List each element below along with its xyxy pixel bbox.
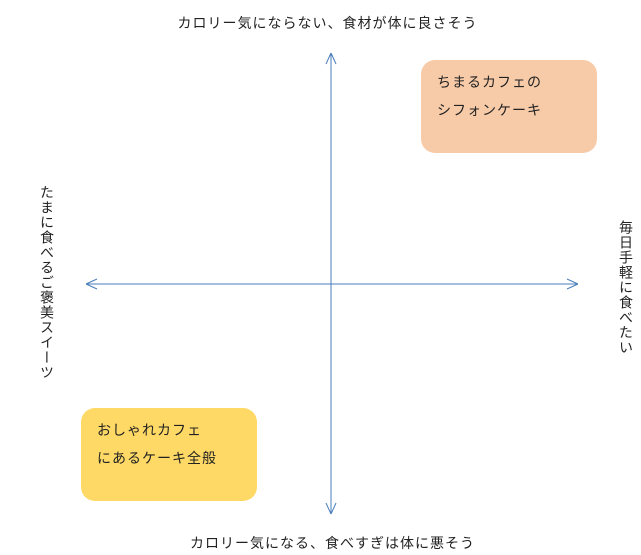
horizontal-axis-right-label: 毎日手軽に食べたい xyxy=(617,220,633,355)
axes-group xyxy=(85,52,579,515)
arrow-right-icon xyxy=(566,278,579,285)
box-text-line: おしゃれカフェ xyxy=(97,423,202,439)
arrow-left-icon xyxy=(85,283,98,290)
vertical-axis-top-label: カロリー気にならない、食材が体に良さそう xyxy=(177,16,478,32)
arrow-left-icon xyxy=(85,278,98,285)
arrow-down-icon xyxy=(325,502,332,515)
arrow-up-icon xyxy=(325,52,332,65)
quadrant-box-bottom-left: おしゃれカフェ にあるケーキ全般 xyxy=(81,408,257,501)
horizontal-axis-left-label: たまに食べるご褒美スイーツ xyxy=(38,185,54,380)
box-text-line: シフォンケーキ xyxy=(437,103,542,119)
arrow-right-icon xyxy=(566,283,579,290)
arrow-up-icon xyxy=(330,52,337,65)
arrow-down-icon xyxy=(330,502,337,515)
quadrant-box-top-right: ちまるカフェの シフォンケーキ xyxy=(421,60,597,153)
box-text-line: ちまるカフェの xyxy=(437,75,542,91)
vertical-axis-bottom-label: カロリー気になる、食べすぎは体に悪そう xyxy=(190,536,475,552)
box-text-line: にあるケーキ全般 xyxy=(97,451,217,467)
